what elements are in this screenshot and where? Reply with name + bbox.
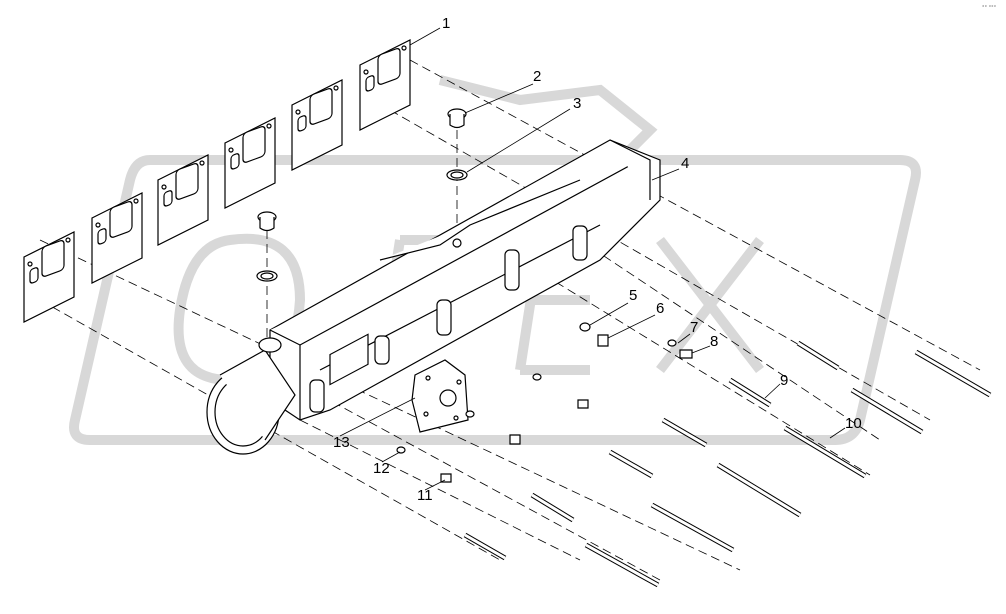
plug-left [257, 211, 277, 232]
gasket-1 [359, 39, 411, 131]
gasket-5 [91, 192, 143, 284]
callout-8: 8 [710, 333, 718, 350]
corner-mark: °° °°° [982, 5, 997, 11]
seal-ring-left [256, 270, 278, 282]
callout-4: 4 [681, 155, 689, 172]
gasket-2 [291, 79, 343, 171]
callout-3: 3 [573, 95, 581, 112]
gasket-4 [157, 154, 209, 246]
callout-6: 6 [656, 300, 664, 317]
callout-11: 11 [417, 487, 433, 504]
callout-5: 5 [629, 287, 637, 304]
callout-13: 13 [333, 434, 350, 451]
callout-7: 7 [690, 319, 698, 336]
manifold-body [206, 139, 661, 455]
callout-1: 1 [442, 15, 450, 32]
gasket-3 [224, 117, 276, 209]
gaskets [23, 39, 411, 323]
callout-10: 10 [845, 415, 862, 432]
seal-ring-top-right [446, 169, 468, 181]
assembly-lines [39, 59, 981, 581]
callout-2: 2 [533, 68, 541, 85]
mounting-bracket [411, 359, 469, 433]
callout-12: 12 [373, 460, 390, 477]
leader-lines [339, 27, 846, 491]
callout-labels: 1 2 3 4 5 6 7 8 9 10 11 12 13 °° °°° [333, 5, 997, 504]
callout-9: 9 [780, 372, 788, 389]
long-bolts [463, 340, 992, 588]
gasket-6 [23, 231, 75, 323]
plug-top-right [447, 108, 467, 129]
small-fasteners [396, 322, 693, 483]
